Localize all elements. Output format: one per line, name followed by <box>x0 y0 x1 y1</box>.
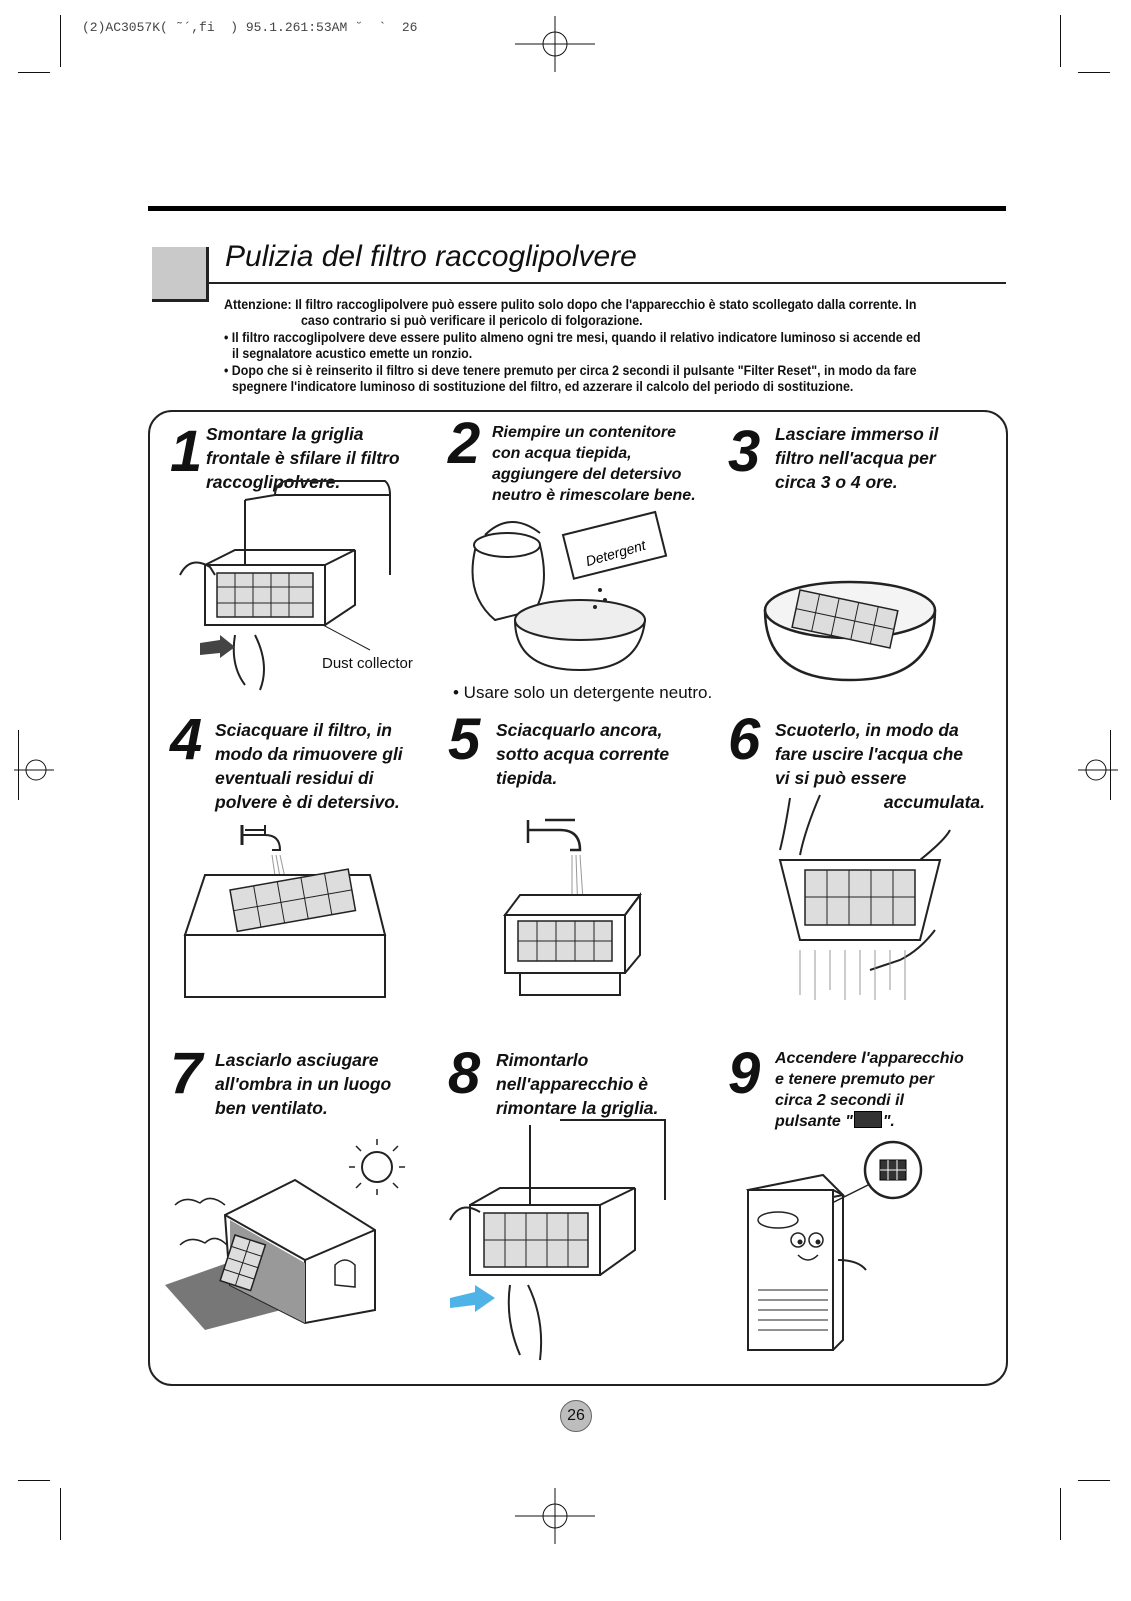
print-header-code: (2)AC3057K( ˜´,fi ) 95.1.261:53AM ˘ ` 26 <box>82 20 418 35</box>
dust-collector-label: Dust collector <box>322 655 413 672</box>
crop-mark <box>1078 72 1110 73</box>
step-number: 1 <box>170 419 203 484</box>
neutral-detergent-note: • Usare solo un detergente neutro. <box>453 683 713 702</box>
warning-line: Attenzione: Il filtro raccoglipolvere pu… <box>224 297 917 312</box>
step-6-illustration <box>778 794 951 1000</box>
crop-mark <box>60 15 61 67</box>
step-7-illustration <box>165 1139 405 1330</box>
step-number: 6 <box>728 707 761 772</box>
title-rule <box>206 282 1006 284</box>
step-8-illustration <box>449 1119 666 1361</box>
crop-mark <box>18 1480 50 1481</box>
registration-mark-right <box>1078 759 1118 781</box>
crop-mark <box>1078 1480 1110 1481</box>
step-1-illustration <box>179 480 391 691</box>
page-title: Pulizia del filtro raccoglipolvere <box>225 240 637 273</box>
step-5-illustration <box>503 818 642 996</box>
registration-mark-left <box>14 759 54 781</box>
crop-mark <box>18 730 19 800</box>
step-number: 9 <box>728 1041 761 1106</box>
warning-line: il segnalatore acustico emette un ronzio… <box>232 346 473 361</box>
warning-line: spegnere l'indicatore luminoso di sostit… <box>232 379 854 394</box>
warning-line: • Il filtro raccoglipolvere deve essere … <box>224 330 921 345</box>
step-4-illustration <box>183 825 387 998</box>
step-9-illustration <box>745 1140 923 1351</box>
registration-mark-bottom <box>515 1488 595 1544</box>
page-number: 26 <box>560 1400 592 1432</box>
step-number: 4 <box>170 707 203 772</box>
filter-reset-button-icon <box>853 1111 882 1128</box>
crop-mark <box>1060 1488 1061 1540</box>
step-number: 3 <box>728 419 761 484</box>
warning-line: caso contrario si può verificare il peri… <box>301 313 643 328</box>
step-number: 2 <box>448 411 481 476</box>
crop-mark <box>1060 15 1061 67</box>
top-rule <box>148 206 1006 211</box>
step-number: 5 <box>448 707 481 772</box>
step-2-illustration: Detergent <box>471 510 668 672</box>
section-marker <box>152 247 209 302</box>
crop-mark <box>1110 730 1111 800</box>
crop-mark <box>18 72 50 73</box>
registration-mark-top <box>515 16 595 72</box>
crop-mark <box>60 1488 61 1540</box>
warning-line: • Dopo che si è reinserito il filtro si … <box>224 363 917 378</box>
step-number: 8 <box>448 1041 481 1106</box>
step-3-illustration <box>763 580 937 682</box>
instructions-panel <box>148 410 1008 1386</box>
step-number: 7 <box>170 1041 203 1106</box>
